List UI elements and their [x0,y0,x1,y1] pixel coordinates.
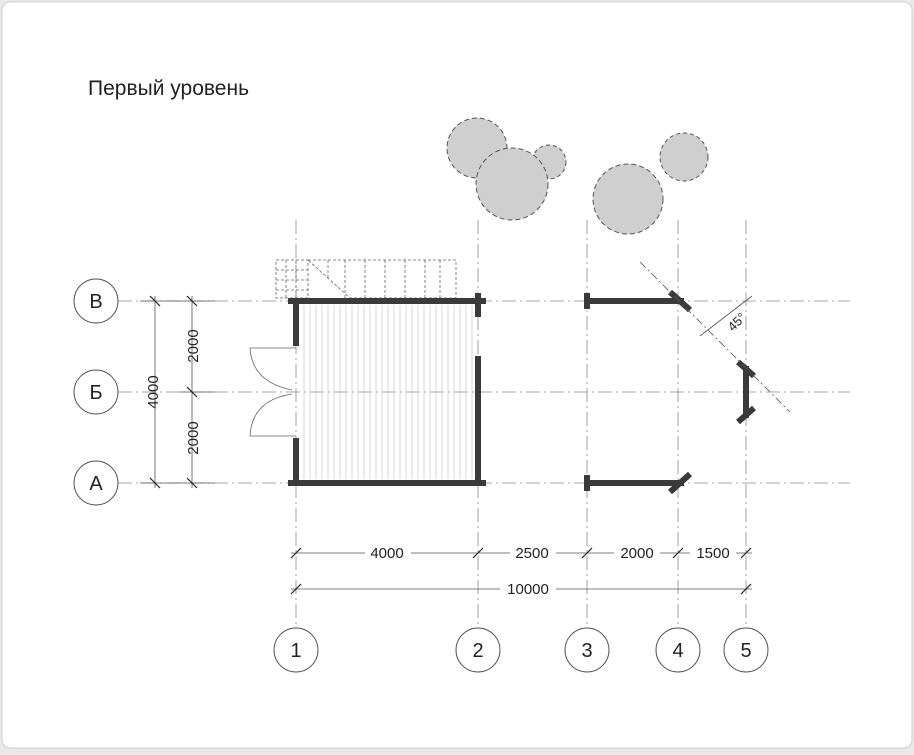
row-label-v: В [89,291,102,313]
column-bubble [273,627,319,673]
column-bubble [723,627,769,673]
row-bubble [73,460,119,506]
column-bubbles: 1 2 3 4 5 [273,627,769,673]
tree-icon [592,163,664,235]
row-bubbles: В Б А [73,278,119,506]
row-label-a: А [89,473,103,495]
dim-horizontal-2: 2500 [515,545,548,562]
column-label-2: 2 [472,640,483,662]
column-bubble [455,627,501,673]
dim-horizontal-3: 2000 [620,545,653,562]
dim-total: 10000 [507,581,549,598]
dim-horizontal-1: 4000 [370,545,403,562]
column-label-5: 5 [740,640,751,662]
vertical-dimensions: 4000 2000 2000 [140,295,215,489]
column-bubble [655,627,701,673]
trees [446,117,709,235]
plan-title: Первый уровень [88,77,249,100]
dim-vertical-1: 2000 [185,329,202,362]
tree-icon [659,132,709,182]
row-label-b: Б [89,382,102,404]
dim-horizontal-4: 1500 [696,545,729,562]
dim-vertical-total: 4000 [145,375,162,408]
column-label-1: 1 [290,640,301,662]
tree-icon [475,147,549,221]
horizontal-dimensions: 4000 2500 2000 1500 10000 [290,544,752,598]
column-bubble [564,627,610,673]
row-bubble [73,369,119,415]
door [249,347,296,437]
floor-hatch [303,305,473,479]
dim-vertical-2: 2000 [185,421,202,454]
column-label-3: 3 [581,640,592,662]
walls [288,289,756,495]
row-bubble [73,278,119,324]
column-label-4: 4 [672,640,683,662]
